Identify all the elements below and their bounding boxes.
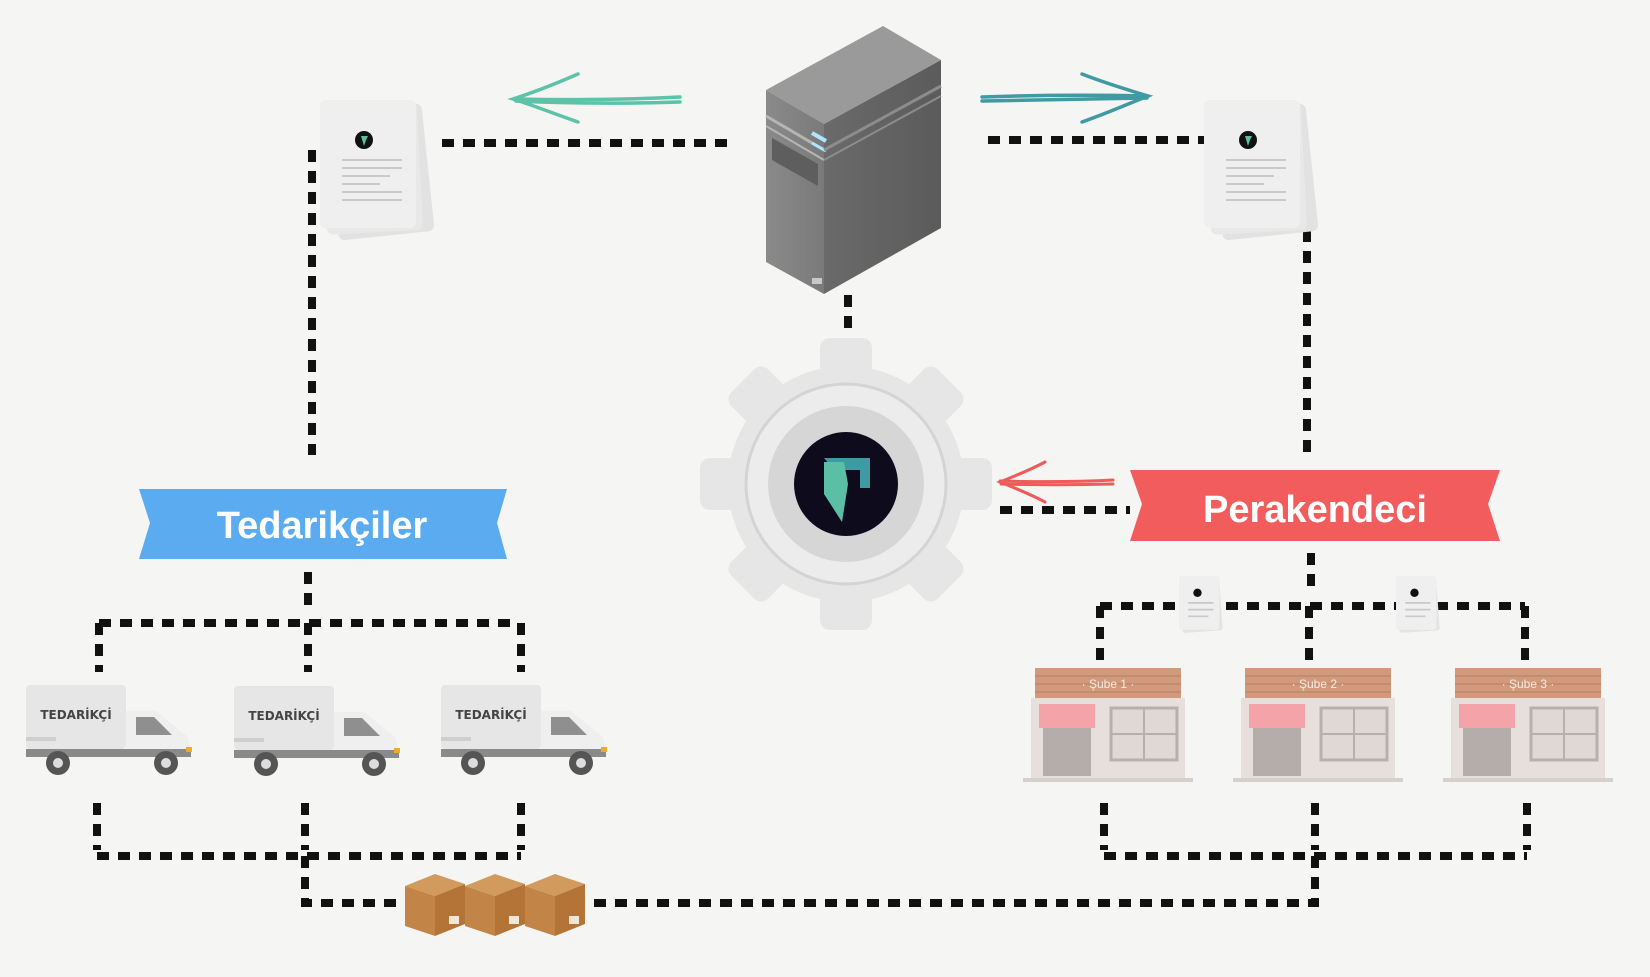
storefront-icon: · Şube 3 · <box>1443 668 1613 782</box>
connector-lines <box>93 136 1531 907</box>
delivery-truck-icon: TEDARİKÇİ <box>26 685 192 775</box>
arrow-left-teal-icon <box>507 72 682 124</box>
delivery-truck-icon: TEDARİKÇİ <box>234 686 400 776</box>
retailer-banner: Perakendeci <box>1130 470 1500 541</box>
truck-label: TEDARİKÇİ <box>248 708 319 723</box>
truck-label: TEDARİKÇİ <box>455 707 526 722</box>
connector-trucks-to-boxes <box>93 803 525 907</box>
supplier-banner-label: Tedarikçiler <box>217 505 428 547</box>
store-sign-label: · Şube 3 · <box>1502 677 1555 691</box>
cardboard-box-icon <box>465 874 525 936</box>
connector-stores-to-boxes <box>590 803 1531 907</box>
cardboard-box-icon <box>525 874 585 936</box>
connector-retailer-tree <box>1096 553 1529 660</box>
document-icon <box>320 100 435 241</box>
delivery-truck-icon: TEDARİKÇİ <box>441 685 607 775</box>
arrow-right-teal-icon <box>980 72 1154 124</box>
store-sign-label: · Şube 1 · <box>1082 677 1135 691</box>
cardboard-box-icon <box>405 874 465 936</box>
arrow-left-red-icon <box>995 460 1115 504</box>
storefront-icon: · Şube 2 · <box>1233 668 1403 782</box>
document-icon <box>1178 576 1223 633</box>
storefront-icon: · Şube 1 · <box>1023 668 1193 782</box>
retailer-banner-label: Perakendeci <box>1203 489 1427 531</box>
supplier-banner: Tedarikçiler <box>139 489 507 559</box>
gear-logo-icon <box>700 338 992 630</box>
document-icon <box>1395 576 1440 633</box>
server-tower-icon <box>765 26 942 294</box>
document-icon <box>1204 100 1319 241</box>
store-sign-label: · Şube 2 · <box>1292 677 1345 691</box>
connector-supplier-tree <box>95 572 525 672</box>
truck-label: TEDARİKÇİ <box>40 707 111 722</box>
